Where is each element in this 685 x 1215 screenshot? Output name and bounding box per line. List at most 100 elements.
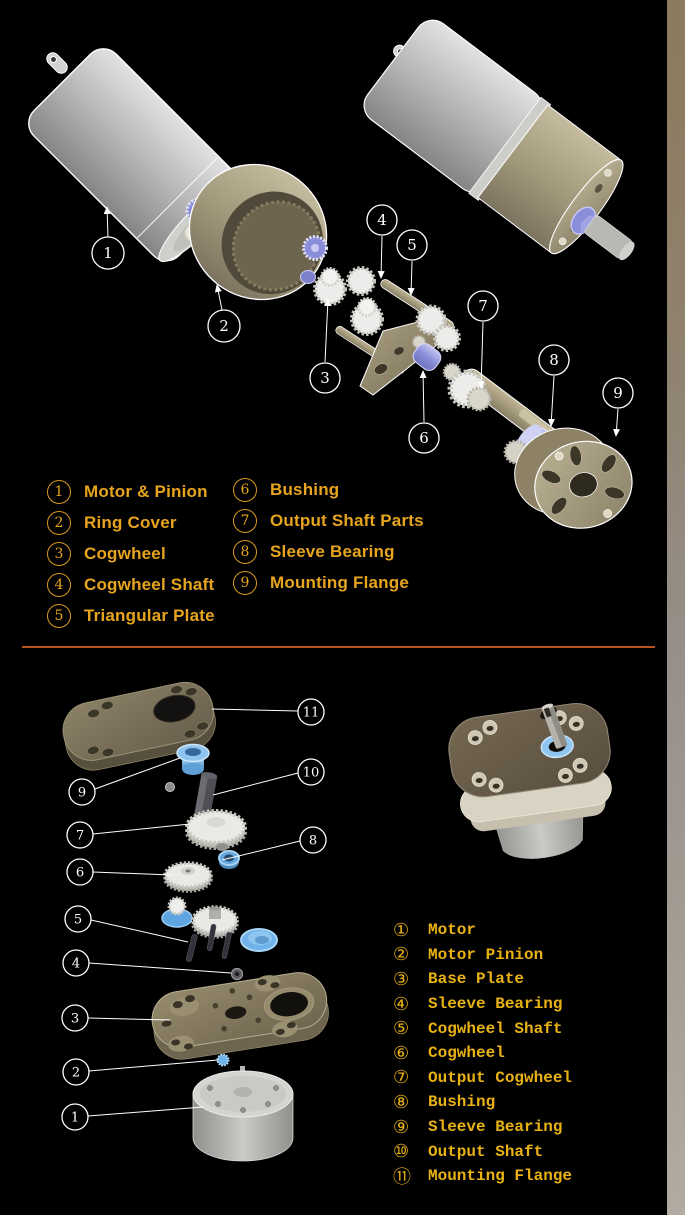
callout-b6: 6 bbox=[66, 858, 173, 886]
legend-label: Output Shaft bbox=[428, 1142, 544, 1161]
top-legend-column-1: 1 Motor & Pinion 2 Ring Cover 3 Cogwheel… bbox=[47, 476, 215, 631]
legend-item: 9 Mounting Flange bbox=[233, 567, 424, 598]
callout-8: 8 bbox=[538, 344, 570, 427]
legend-label: Triangular Plate bbox=[84, 605, 215, 625]
legend-label: Cogwheel Shaft bbox=[428, 1019, 563, 1038]
legend-label: Sleeve Bearing bbox=[270, 541, 395, 561]
callout-b7: 7 bbox=[66, 821, 191, 849]
legend-label: Output Cogwheel bbox=[428, 1068, 573, 1087]
svg-text:5: 5 bbox=[74, 913, 82, 928]
legend-number-badge: ② bbox=[393, 944, 410, 966]
svg-text:7: 7 bbox=[76, 829, 84, 844]
motor-1-part bbox=[192, 1066, 294, 1162]
bushing-part bbox=[412, 343, 442, 371]
gear-cluster-row bbox=[161, 896, 278, 952]
base-plate-part bbox=[151, 972, 329, 1060]
svg-text:7: 7 bbox=[478, 297, 488, 315]
svg-text:2: 2 bbox=[219, 317, 229, 335]
assembled-unit bbox=[448, 703, 612, 859]
legend-number-badge: ⑩ bbox=[393, 1141, 410, 1163]
legend-label: Cogwheel Shaft bbox=[84, 574, 215, 594]
legend-item: ② Motor Pinion bbox=[393, 943, 572, 968]
legend-item: ④ Sleeve Bearing bbox=[393, 992, 572, 1017]
output-cogwheel-part bbox=[185, 809, 247, 851]
legend-item: ① Motor bbox=[393, 918, 572, 943]
callout-9: 9 bbox=[602, 377, 634, 437]
top-legend-column-2: 6 Bushing 7 Output Shaft Parts 8 Sleeve … bbox=[233, 474, 424, 598]
legend-number-badge: 6 bbox=[233, 477, 257, 502]
legend-number-badge: 5 bbox=[47, 603, 71, 628]
svg-text:3: 3 bbox=[320, 369, 330, 387]
legend-number-badge: 3 bbox=[47, 541, 71, 566]
callout-b5: 5 bbox=[64, 905, 189, 943]
legend-label: Ring Cover bbox=[84, 512, 177, 532]
legend-label: Motor & Pinion bbox=[84, 481, 208, 501]
callout-b3: 3 bbox=[61, 1004, 171, 1032]
legend-label: Base Plate bbox=[428, 970, 525, 989]
legend-item: ⑥ Cogwheel bbox=[393, 1041, 572, 1066]
legend-item: ⑦ Output Cogwheel bbox=[393, 1066, 572, 1091]
motor-pinion-2-part bbox=[216, 1053, 230, 1067]
callout-3: 3 bbox=[309, 298, 341, 394]
legend-number-badge: ① bbox=[393, 919, 410, 941]
legend-item: 8 Sleeve Bearing bbox=[233, 536, 424, 567]
svg-text:1: 1 bbox=[103, 244, 113, 262]
callout-2: 2 bbox=[207, 284, 241, 343]
right-edge-strip bbox=[667, 0, 685, 1215]
svg-text:4: 4 bbox=[377, 211, 387, 229]
assembled-gearmotor bbox=[363, 19, 635, 261]
legend-label: Cogwheel bbox=[428, 1044, 505, 1063]
cogwheel-train bbox=[300, 235, 384, 336]
svg-text:6: 6 bbox=[419, 429, 429, 447]
legend-label: Output Shaft Parts bbox=[270, 510, 424, 530]
svg-text:5: 5 bbox=[407, 236, 417, 254]
callout-b11: 11 bbox=[211, 698, 325, 726]
gear-cluster-and-bushing bbox=[412, 304, 462, 382]
callout-b2: 2 bbox=[62, 1058, 219, 1086]
legend-number-badge: ⑧ bbox=[393, 1091, 410, 1113]
svg-text:9: 9 bbox=[613, 384, 623, 402]
legend-item: ⑪ Mounting Flange bbox=[393, 1164, 572, 1189]
callout-6: 6 bbox=[408, 370, 440, 454]
callout-1: 1 bbox=[91, 206, 125, 270]
legend-number-badge: ⑪ bbox=[393, 1167, 411, 1189]
callout-5: 5 bbox=[396, 229, 428, 296]
legend-label: Motor bbox=[428, 921, 477, 940]
svg-text:8: 8 bbox=[549, 351, 559, 369]
ring-cover-part bbox=[188, 163, 328, 301]
top-exploded-diagram: 1 2 3 4 5 6 7 8 9 bbox=[28, 19, 635, 529]
legend-item: ⑧ Bushing bbox=[393, 1090, 572, 1115]
svg-text:9: 9 bbox=[78, 786, 86, 801]
callout-7: 7 bbox=[467, 290, 499, 389]
callout-b9: 9 bbox=[68, 757, 181, 806]
legend-number-badge: 2 bbox=[47, 510, 71, 535]
svg-text:2: 2 bbox=[72, 1066, 80, 1081]
svg-text:6: 6 bbox=[76, 866, 84, 881]
legend-label: Sleeve Bearing bbox=[428, 995, 563, 1014]
callout-b4: 4 bbox=[62, 949, 232, 977]
svg-text:4: 4 bbox=[72, 957, 80, 972]
legend-number-badge: 4 bbox=[47, 572, 71, 597]
legend-item: ③ Base Plate bbox=[393, 967, 572, 992]
bottom-exploded-diagram: 11 9 10 7 8 6 5 4 3 bbox=[61, 681, 612, 1162]
small-bearing-ball bbox=[165, 782, 175, 792]
bottom-legend: ① Motor ② Motor Pinion ③ Base Plate ④ Sl… bbox=[393, 918, 572, 1189]
svg-text:10: 10 bbox=[303, 766, 320, 781]
legend-item: ⑨ Sleeve Bearing bbox=[393, 1115, 572, 1140]
legend-item: ⑤ Cogwheel Shaft bbox=[393, 1016, 572, 1041]
mounting-flange-part bbox=[503, 427, 633, 529]
legend-item: 4 Cogwheel Shaft bbox=[47, 569, 215, 600]
callout-4: 4 bbox=[366, 204, 398, 279]
callout-b1: 1 bbox=[61, 1103, 204, 1131]
legend-label: Bushing bbox=[428, 1093, 496, 1112]
legend-label: Mounting Flange bbox=[270, 572, 409, 592]
svg-text:11: 11 bbox=[303, 706, 320, 721]
legend-item: 1 Motor & Pinion bbox=[47, 476, 215, 507]
legend-item: ⑩ Output Shaft bbox=[393, 1139, 572, 1164]
legend-number-badge: ④ bbox=[393, 993, 410, 1015]
legend-label: Sleeve Bearing bbox=[428, 1118, 563, 1137]
legend-number-badge: ③ bbox=[393, 968, 410, 990]
legend-item: 3 Cogwheel bbox=[47, 538, 215, 569]
legend-number-badge: ⑤ bbox=[393, 1018, 410, 1040]
